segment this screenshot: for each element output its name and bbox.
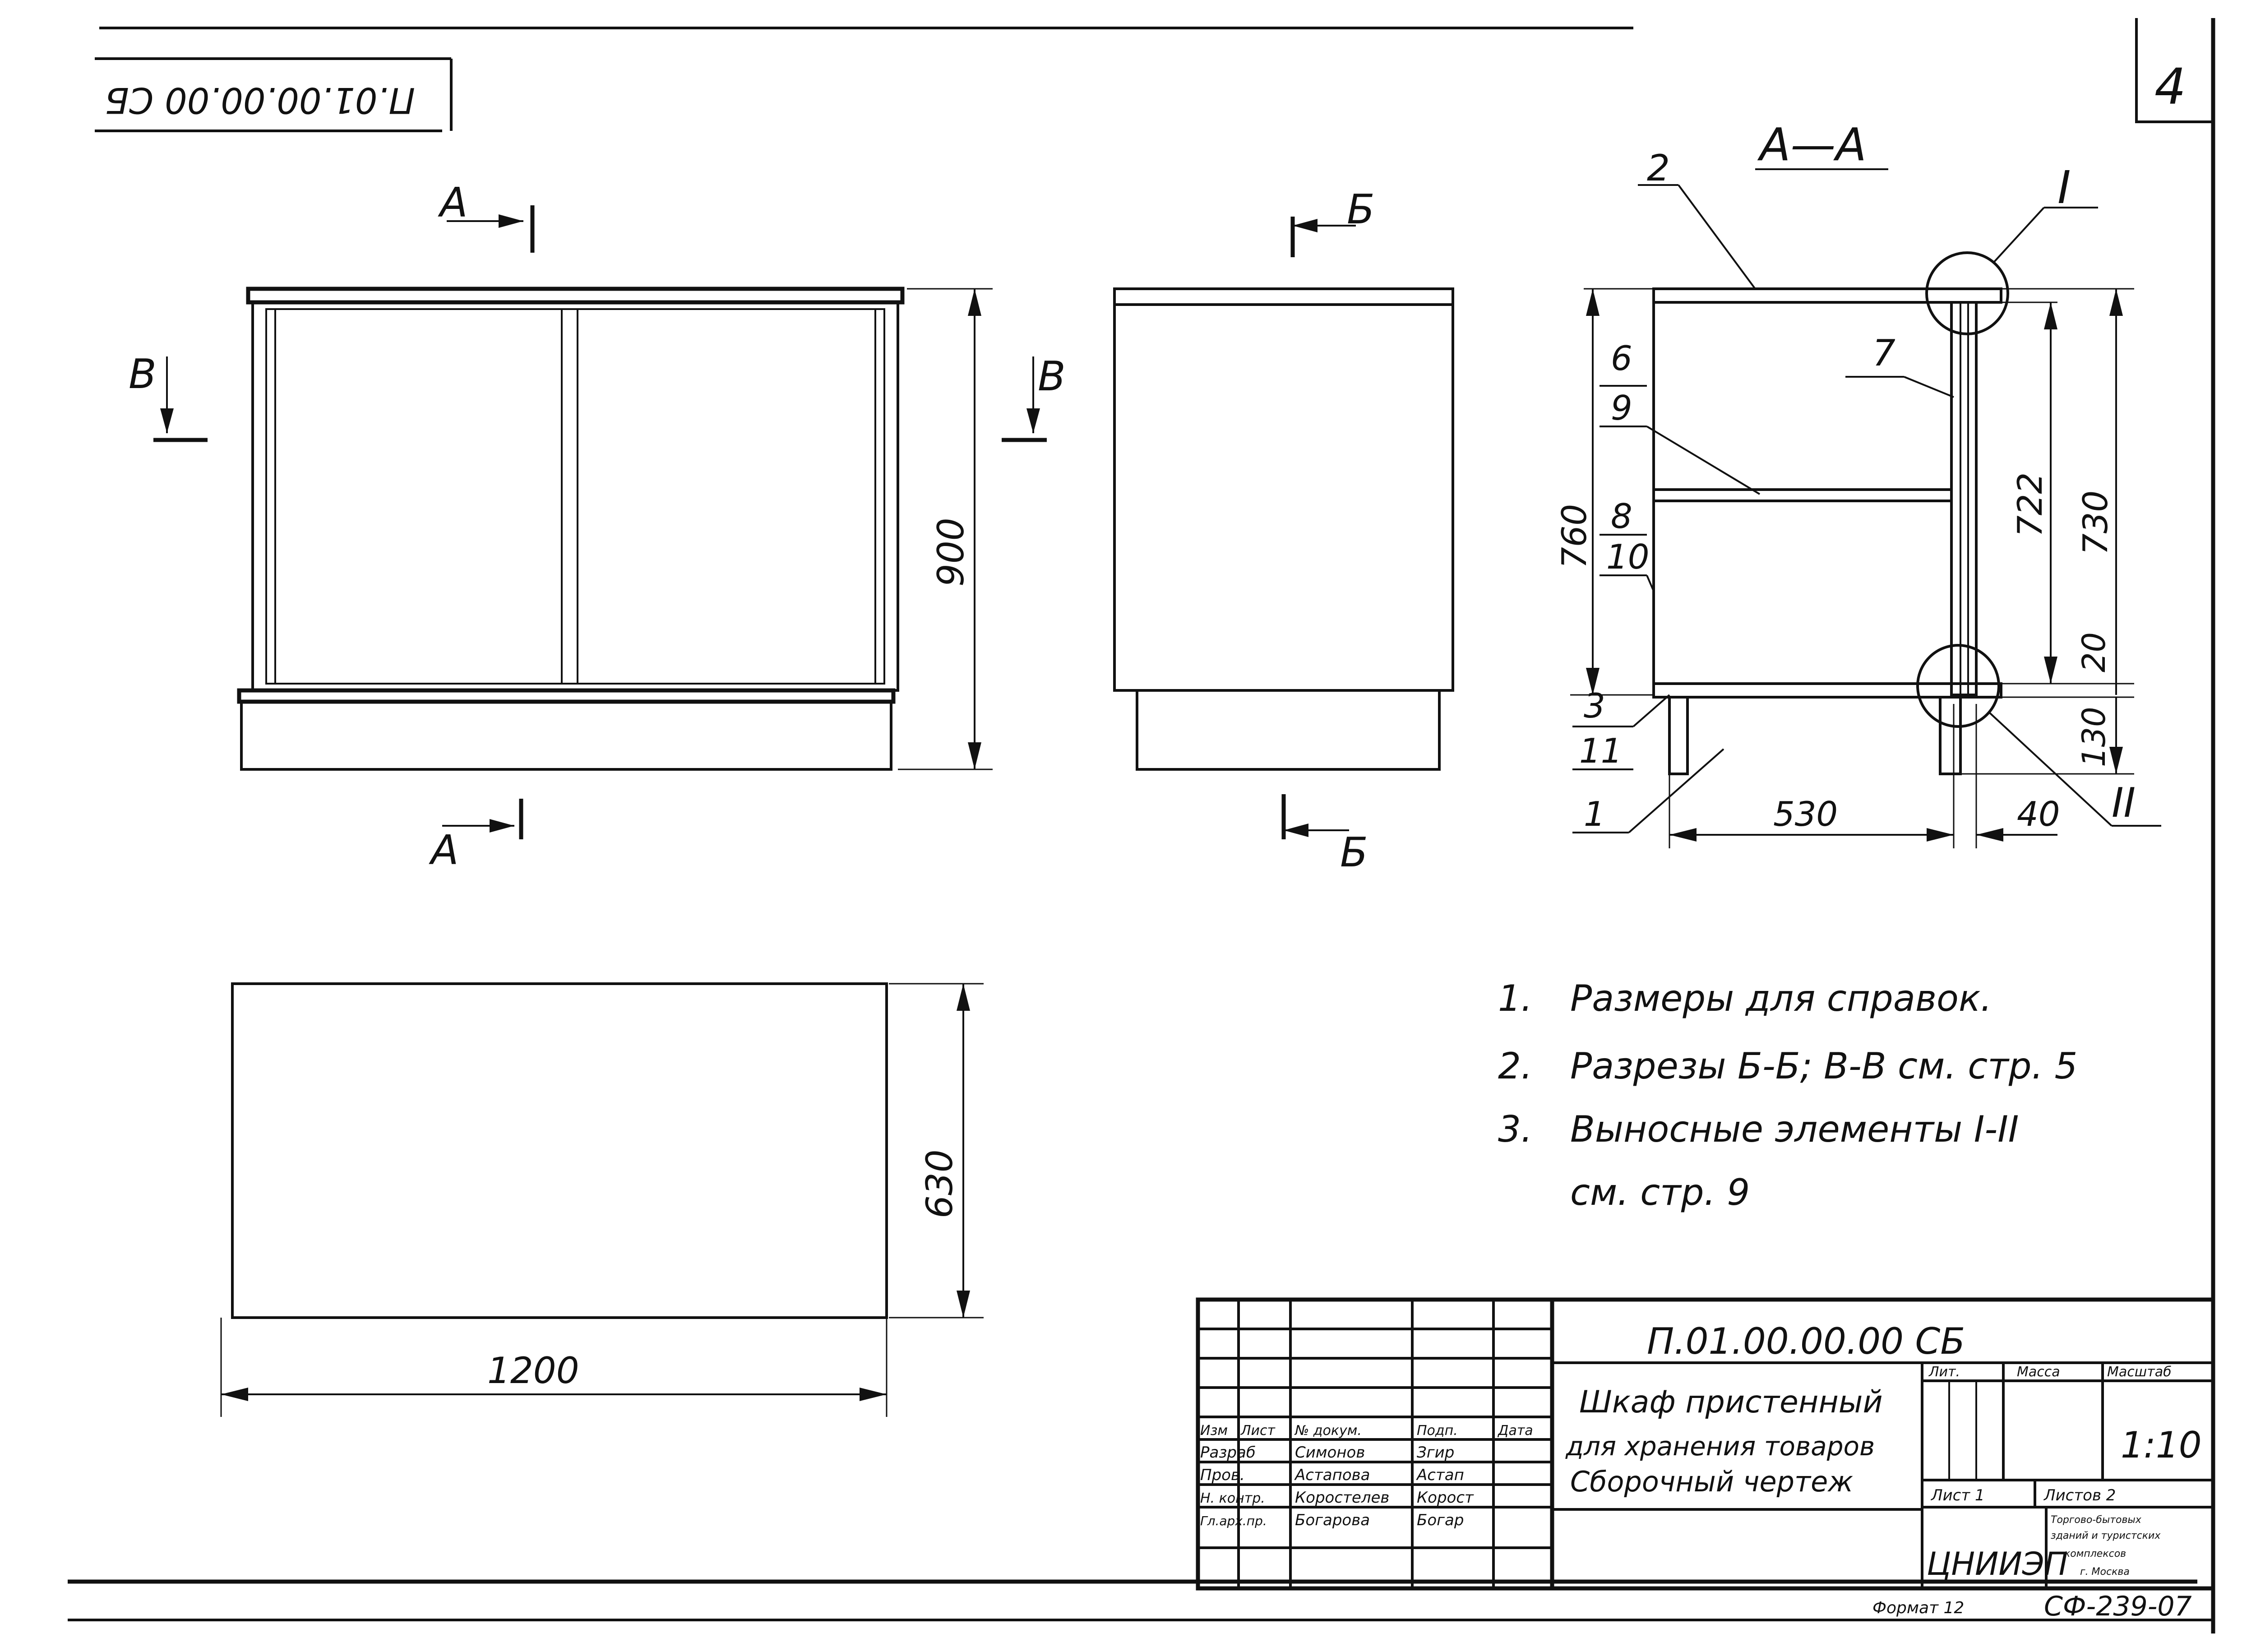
tb-col-list: Лист [1240, 1423, 1276, 1439]
callout-10: 10 [1606, 537, 1649, 577]
callout-8: 8 [1611, 496, 1632, 536]
tb-col-sign: Подп. [1417, 1423, 1458, 1439]
tb-doc-code: П.01.00.00.00 СБ [1647, 1320, 1965, 1362]
note-1-text: Размеры для справок. [1570, 977, 1992, 1019]
dim-40: 40 [2017, 794, 2060, 834]
tb-col-doc: № докум. [1294, 1423, 1362, 1439]
tb-role-1: Разраб [1200, 1444, 1256, 1462]
dim-722: 722 [2010, 472, 2050, 537]
tb-role-3: Н. контр. [1200, 1490, 1265, 1506]
dim-900: 900 [930, 518, 972, 587]
dim-20: 20 [2076, 632, 2113, 672]
note-4-text: см. стр. 9 [1570, 1171, 1750, 1213]
callout-2: 2 [1647, 147, 1670, 189]
callout-9: 9 [1611, 388, 1632, 428]
tb-name-2: Астапова [1294, 1466, 1370, 1484]
front-view: 900 А А В В [129, 179, 1066, 874]
arrow-a-top-label: А [438, 179, 468, 227]
section-a-a: А—А I II 2 6 9 [1554, 118, 2161, 848]
note-3-num: 3. [1498, 1108, 1532, 1150]
rotated-doc-code: П.01.00.00.00 СБ [95, 57, 453, 132]
tb-role-4: Гл.арх.пр. [1200, 1513, 1267, 1528]
tb-sign-3: Корост [1417, 1489, 1474, 1507]
arrow-v-right-label: В [1038, 353, 1066, 400]
callout-1: 1 [1584, 794, 1605, 834]
sheet-frame [68, 18, 2215, 1633]
arrow-a-bottom-label: А [429, 827, 459, 874]
sheet-number-box: 4 [2135, 18, 2213, 123]
callout-7: 7 [1872, 332, 1895, 374]
tb-title-line-1: Шкаф пристенный [1579, 1384, 1883, 1420]
tb-name-1: Симонов [1295, 1444, 1365, 1462]
sheet-number: 4 [2154, 58, 2186, 116]
callout-6: 6 [1611, 338, 1632, 378]
tb-format-label: Формат 12 [1872, 1599, 1964, 1617]
arrow-v-left-label: В [129, 351, 157, 398]
tb-scale-label: Масштаб [2107, 1364, 2172, 1380]
doc-code-rotated: П.01.00.00.00 СБ [105, 79, 415, 120]
tb-sheets-label: Листов 2 [2043, 1486, 2116, 1504]
note-2-text: Разрезы Б-Б; В-В см. стр. 5 [1570, 1045, 2077, 1087]
tb-stamp-code: СФ-239-07 [2044, 1591, 2192, 1622]
tb-title-line-3: Сборочный чертеж [1570, 1465, 1853, 1498]
callout-3: 3 [1584, 686, 1605, 726]
dim-730: 730 [2076, 491, 2115, 555]
detail-2-label: II [2112, 779, 2136, 827]
section-a-a-title: А—А [1757, 118, 1867, 171]
tb-sign-4: Богар [1417, 1511, 1464, 1529]
dim-130: 130 [2076, 707, 2113, 767]
note-1-num: 1. [1498, 977, 1532, 1019]
arrow-b-bottom-label: Б [1340, 829, 1368, 876]
plan-view: 630 1200 [220, 982, 984, 1417]
tb-scale-value: 1:10 [2121, 1424, 2202, 1466]
tb-col-date: Дата [1497, 1423, 1533, 1439]
dim-1200: 1200 [487, 1350, 579, 1392]
tb-sign-1: Згир [1417, 1444, 1454, 1462]
tb-org-line-3: комплексов [2064, 1548, 2126, 1559]
tb-mass-label: Масса [2017, 1364, 2060, 1380]
notes: 1. Размеры для справок. 2. Разрезы Б-Б; … [1498, 977, 2077, 1213]
title-block: П.01.00.00.00 СБ Шкаф пристенный для хра… [1196, 1297, 2215, 1622]
dim-630: 630 [919, 1149, 961, 1218]
tb-sheet-label: Лист 1 [1930, 1486, 1985, 1504]
note-2-num: 2. [1498, 1045, 1532, 1087]
tb-role-2: Пров. [1200, 1466, 1245, 1484]
dim-760: 760 [1554, 504, 1594, 569]
tb-lit-label: Лит. [1928, 1364, 1960, 1380]
tb-name-4: Богарова [1295, 1511, 1370, 1529]
tb-sign-2: Астап [1416, 1466, 1464, 1484]
side-view: Б Б [1113, 186, 1454, 876]
tb-col-izm: Изм [1200, 1423, 1228, 1439]
callout-11: 11 [1579, 731, 1622, 771]
tb-org-logo: ЦНИИЭП [1927, 1546, 2068, 1583]
tb-org-line-4: г. Москва [2080, 1566, 2130, 1578]
tb-org-line-2: зданий и туристских [2051, 1530, 2161, 1541]
tb-org-line-1: Торгово-бытовых [2051, 1514, 2142, 1526]
tb-name-3: Коростелев [1295, 1489, 1389, 1507]
dim-530: 530 [1773, 794, 1838, 834]
note-3-text: Выносные элементы I-II [1570, 1108, 2019, 1150]
detail-1-label: I [2057, 161, 2071, 214]
tb-title-line-2: для хранения товаров [1565, 1431, 1875, 1462]
